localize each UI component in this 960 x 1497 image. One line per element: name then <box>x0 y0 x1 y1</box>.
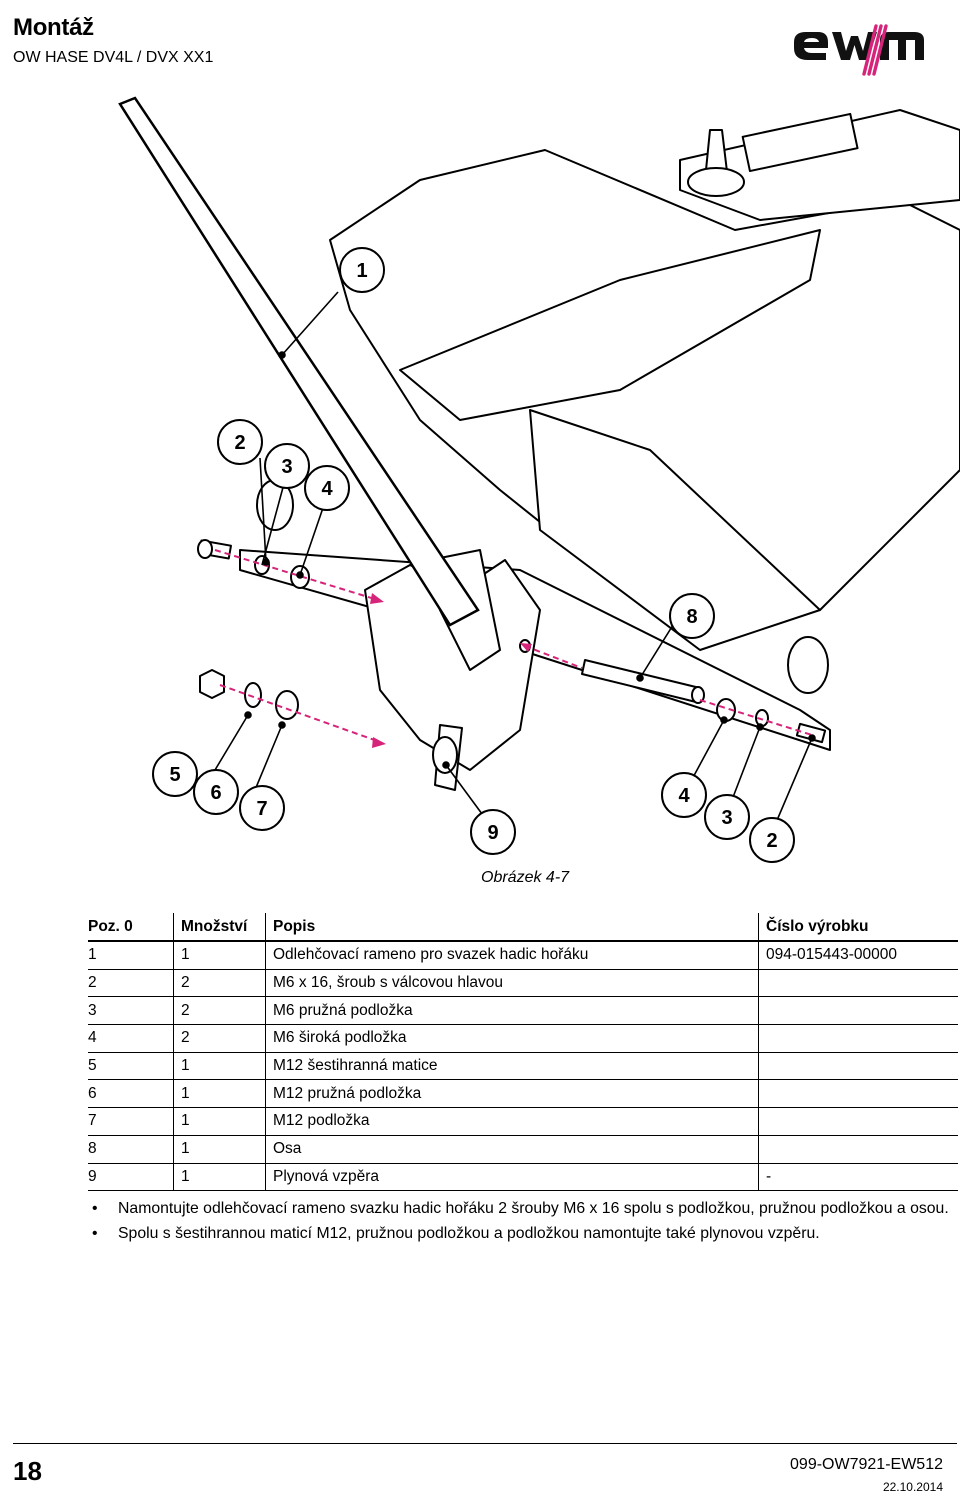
callout-5: 5 <box>169 764 180 786</box>
callout-8: 8 <box>686 606 697 628</box>
document-date: 22.10.2014 <box>882 1480 943 1494</box>
cell-description: M6 x 16, šroub s válcovou hlavou <box>265 969 759 998</box>
cell-description: Plynová vzpěra <box>265 1163 759 1192</box>
ewm-logo <box>794 24 924 76</box>
eye-bolt-right <box>787 636 829 694</box>
cell-description: M12 šestihranná matice <box>265 1052 759 1081</box>
bullet-marker: • <box>92 1225 98 1242</box>
cell-position: 9 <box>88 1163 174 1192</box>
column-header-description: Popis <box>265 913 759 942</box>
bolt-left-head <box>197 539 213 559</box>
document-number: 099-OW7921-EW512 <box>790 1456 943 1473</box>
callout-2b: 2 <box>766 830 777 852</box>
inner-channel <box>529 409 821 651</box>
bullet-marker: • <box>92 1200 98 1217</box>
cell-part-number <box>758 996 958 1026</box>
column-header-quantity: Množství <box>173 913 266 942</box>
cell-quantity: 2 <box>173 969 266 998</box>
figure-caption: Obrázek 4-7 <box>481 869 570 886</box>
cell-part-number <box>758 1079 958 1109</box>
cell-quantity: 2 <box>173 1024 266 1053</box>
cell-part-number <box>758 1107 958 1136</box>
cell-quantity: 1 <box>173 1135 266 1164</box>
instruction-item: • Namontujte odlehčovací rameno svazku h… <box>86 1198 949 1223</box>
cell-position: 8 <box>88 1135 174 1164</box>
page-title: Montáž <box>13 14 94 41</box>
rail-slot <box>741 112 859 173</box>
cell-quantity: 1 <box>173 1079 266 1109</box>
cell-quantity: 1 <box>173 1107 266 1136</box>
instruction-text: Namontujte odlehčovací rameno svazku had… <box>118 1200 949 1217</box>
cell-part-number: - <box>758 1163 958 1192</box>
instruction-text: Spolu s šestihrannou maticí M12, pružnou… <box>118 1225 820 1242</box>
fitting-top-base <box>687 167 745 197</box>
cell-part-number: 094-015443-00000 <box>758 941 958 970</box>
upper-box <box>399 229 821 421</box>
cell-position: 7 <box>88 1107 174 1136</box>
callout-2: 2 <box>234 432 245 454</box>
cell-quantity: 1 <box>173 1163 266 1192</box>
cell-description: Osa <box>265 1135 759 1164</box>
callout-1: 1 <box>356 260 367 282</box>
cell-part-number <box>758 1052 958 1081</box>
cell-description: M12 pružná podložka <box>265 1079 759 1109</box>
cell-position: 1 <box>88 941 174 970</box>
instruction-item: • Spolu s šestihrannou maticí M12, pružn… <box>86 1223 949 1248</box>
cell-position: 5 <box>88 1052 174 1081</box>
cell-description: Odlehčovací rameno pro svazek hadic hořá… <box>265 941 759 970</box>
assembly-drawing: 1 2 3 4 8 5 6 7 9 4 3 2 <box>118 96 960 863</box>
cell-quantity: 1 <box>173 941 266 970</box>
cell-description: M6 pružná podložka <box>265 996 759 1026</box>
arm-tube <box>118 96 480 627</box>
footer-divider <box>13 1443 957 1444</box>
rail <box>679 109 960 221</box>
page-subtitle: OW HASE DV4L / DVX XX1 <box>13 49 214 66</box>
callout-3b: 3 <box>721 807 732 829</box>
cell-part-number <box>758 1024 958 1053</box>
cell-description: M6 široká podložka <box>265 1024 759 1053</box>
cell-part-number <box>758 1135 958 1164</box>
spring-washer-m12 <box>244 682 262 708</box>
callout-3: 3 <box>281 456 292 478</box>
cell-description: M12 podložka <box>265 1107 759 1136</box>
cell-part-number <box>758 969 958 998</box>
callout-9: 9 <box>487 822 498 844</box>
axle-end <box>691 686 705 704</box>
gas-strut-end <box>432 736 458 774</box>
cell-quantity: 2 <box>173 996 266 1026</box>
table-header-row: Poz. 0 Množství Popis Číslo výrobku <box>88 913 958 942</box>
callout-6: 6 <box>210 782 221 804</box>
column-header-position: Poz. 0 <box>88 913 174 942</box>
callout-4b: 4 <box>678 785 690 807</box>
instruction-list: • Namontujte odlehčovací rameno svazku h… <box>86 1198 949 1248</box>
callout-4: 4 <box>321 478 333 500</box>
washer-m12 <box>275 690 299 720</box>
column-header-part-number: Číslo výrobku <box>758 913 958 942</box>
cell-quantity: 1 <box>173 1052 266 1081</box>
hex-nut <box>199 669 225 699</box>
cell-position: 6 <box>88 1079 174 1109</box>
cell-position: 4 <box>88 1024 174 1053</box>
callout-7: 7 <box>256 798 267 820</box>
page-number: 18 <box>13 1456 42 1486</box>
cell-position: 2 <box>88 969 174 998</box>
cell-position: 3 <box>88 996 174 1026</box>
